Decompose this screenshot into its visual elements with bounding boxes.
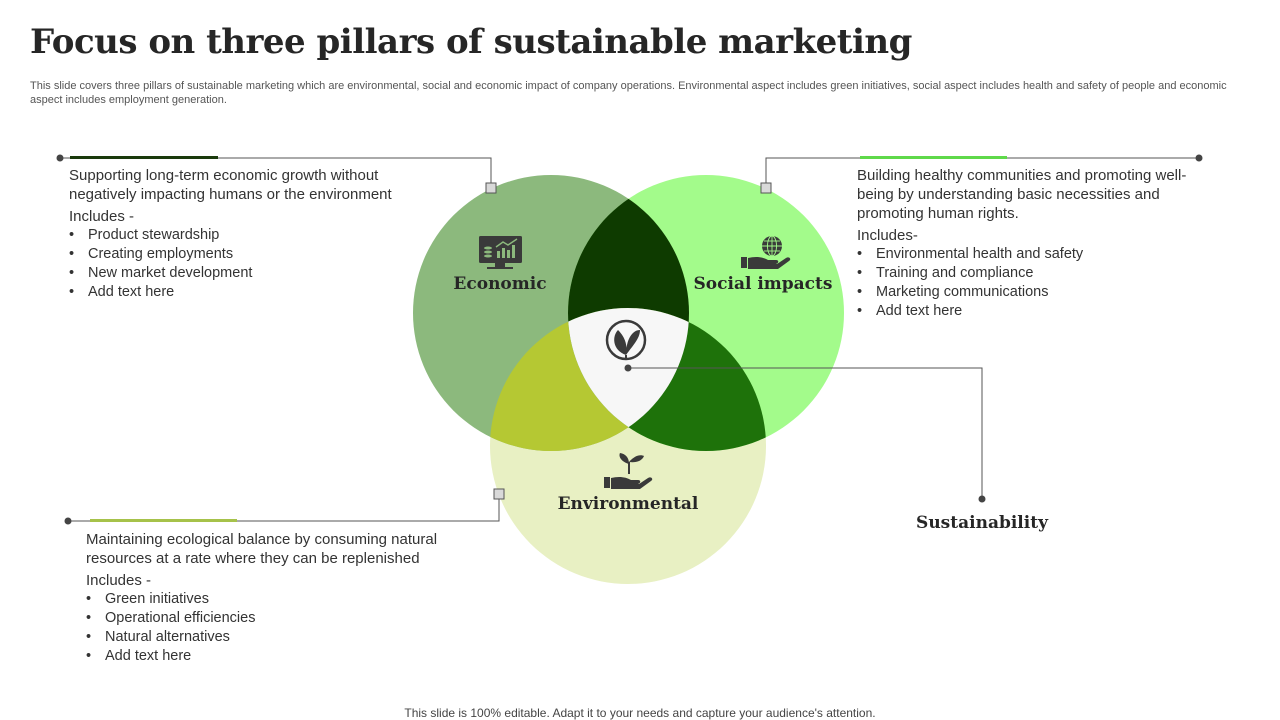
environmental-connector-dot bbox=[64, 517, 72, 525]
sustainability-connector bbox=[628, 367, 983, 499]
environmental-lead-text: Maintaining ecological balance by consum… bbox=[86, 531, 438, 567]
page-title: Focus on three pillars of sustainable ma… bbox=[30, 22, 912, 62]
economic-accent-bar bbox=[70, 156, 218, 159]
economic-description: Supporting long-term economic growth wit… bbox=[69, 166, 424, 302]
economic-includes-label: Includes - bbox=[69, 208, 135, 225]
social-label: Social impacts bbox=[694, 274, 833, 294]
footer-note: This slide is 100% editable. Adapt it to… bbox=[404, 706, 876, 720]
sustainability-label: Sustainability bbox=[916, 513, 1049, 533]
monitor-chart-icon bbox=[479, 236, 522, 269]
economic-label: Economic bbox=[453, 274, 546, 294]
list-item: Add text here bbox=[857, 302, 1219, 321]
list-item: Marketing communications bbox=[857, 283, 1219, 302]
center-connector-dot bbox=[624, 364, 632, 372]
environmental-label: Environmental bbox=[558, 494, 699, 514]
hand-globe-icon bbox=[741, 235, 791, 269]
list-item: New market development bbox=[69, 264, 424, 283]
list-item: Natural alternatives bbox=[86, 628, 476, 647]
page-subtitle: This slide covers three pillars of susta… bbox=[30, 80, 1227, 106]
economic-list: Product stewardship Creating employments… bbox=[69, 226, 424, 302]
list-item: Green initiatives bbox=[86, 590, 476, 609]
environmental-list: Green initiatives Operational efficienci… bbox=[86, 590, 476, 666]
social-description: Building healthy communities and promoti… bbox=[857, 166, 1219, 321]
hand-sprout-icon bbox=[604, 453, 653, 489]
social-connector-dot bbox=[1195, 154, 1203, 162]
list-item: Training and compliance bbox=[857, 264, 1219, 283]
list-item: Creating employments bbox=[69, 245, 424, 264]
social-list: Environmental health and safety Training… bbox=[857, 245, 1219, 321]
environmental-connector-square bbox=[493, 488, 505, 500]
environmental-description: Maintaining ecological balance by consum… bbox=[86, 530, 476, 666]
list-item: Product stewardship bbox=[69, 226, 424, 245]
social-connector bbox=[765, 157, 1199, 188]
list-item: Operational efficiencies bbox=[86, 609, 476, 628]
environmental-accent-bar bbox=[90, 519, 237, 522]
sustainability-connector-dot bbox=[978, 495, 986, 503]
list-item: Environmental health and safety bbox=[857, 245, 1219, 264]
leaf-circle-icon bbox=[605, 319, 647, 361]
social-connector-square bbox=[760, 182, 772, 194]
list-item: Add text here bbox=[69, 283, 424, 302]
environmental-includes-label: Includes - bbox=[86, 572, 152, 589]
economic-lead-text: Supporting long-term economic growth wit… bbox=[69, 167, 392, 203]
social-lead-text: Building healthy communities and promoti… bbox=[857, 167, 1187, 222]
list-item: Add text here bbox=[86, 647, 476, 666]
economic-connector-dot bbox=[56, 154, 64, 162]
social-accent-bar bbox=[860, 156, 1007, 159]
social-includes-label: Includes- bbox=[857, 227, 918, 244]
environmental-connector bbox=[68, 494, 500, 522]
economic-connector-square bbox=[485, 182, 497, 194]
